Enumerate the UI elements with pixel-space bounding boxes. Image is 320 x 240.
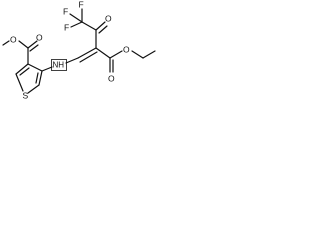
- atom-ketone-oxygen: O: [105, 13, 112, 23]
- bond-ring-to-nh: [41, 66, 53, 72]
- bond-cf3-f-bottom: [70, 21, 83, 28]
- bond-ketone-double-b: [98, 25, 108, 34]
- atom-ester-oxygen-right: O: [123, 44, 130, 54]
- ring-bond-c2-c3: [15, 63, 29, 75]
- ring-bond-c5-s: [27, 84, 40, 94]
- bond-cf3-f-left: [69, 13, 83, 23]
- atom-ester-carbonyl-oxygen-right: O: [108, 73, 115, 83]
- bond-vinyl-double-a: [77, 47, 97, 59]
- bond-ethyl-2: [142, 50, 156, 59]
- bond-ester-carbonyl-left-a: [27, 40, 38, 49]
- bond-nh-to-ch: [65, 57, 79, 64]
- bond-ester-single-right: [109, 50, 123, 59]
- bond-ester-carbonyl-left-b: [29, 44, 39, 52]
- bond-vinyl-double-b: [79, 51, 98, 63]
- atom-ester-carbonyl-oxygen-left: O: [36, 32, 43, 42]
- atom-fluorine-left: F: [63, 6, 68, 16]
- atom-sulfur: S: [23, 90, 29, 100]
- ring-bond-c4-c5: [38, 70, 43, 86]
- bond-to-cf3-carbon: [81, 21, 97, 31]
- atom-labels: F F F O O O NH O O S: [10, 0, 130, 100]
- atom-ester-oxygen-left: O: [10, 34, 17, 44]
- atom-fluorine-bottom: F: [64, 22, 69, 32]
- bond-ethyl-1: [131, 50, 144, 59]
- bond-methyl-left: [2, 40, 10, 46]
- atom-amine: NH: [53, 61, 65, 70]
- bond-to-ester-carbon-right: [95, 47, 111, 59]
- atom-fluorine-top: F: [79, 0, 84, 9]
- bond-lines: [2, 8, 156, 94]
- ring-bond-c3-c4: [27, 63, 43, 72]
- chemical-structure: F F F O O O NH O O S: [2, 0, 156, 100]
- bond-ester-single-left: [18, 40, 29, 49]
- ring-bond-c4-c5-inner: [35, 72, 39, 84]
- ring-bond-c2-c3-inner: [19, 67, 30, 76]
- ring-bond-s-c2: [15, 73, 24, 92]
- bond-ketone-double-a: [95, 21, 106, 31]
- amine-label-box: [51, 59, 67, 71]
